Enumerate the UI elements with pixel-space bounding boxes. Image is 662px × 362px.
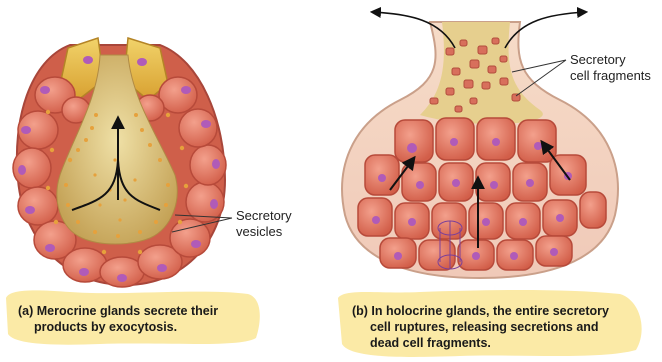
- secretory-vesicles-label-line1: Secretory: [236, 208, 292, 224]
- caption-holocrine-line2: cell ruptures, releasing secretions and: [352, 319, 609, 335]
- caption-holocrine: (b) In holocrine glands, the entire secr…: [352, 303, 609, 351]
- caption-holocrine-line3: dead cell fragments.: [352, 335, 609, 351]
- secretory-fragments-label-line1: Secretory: [570, 52, 651, 68]
- caption-merocrine-line1: (a) Merocrine glands secrete their: [18, 303, 218, 319]
- caption-holocrine-line1: (b) In holocrine glands, the entire secr…: [352, 303, 609, 319]
- secretory-vesicles-label-line2: vesicles: [236, 224, 292, 240]
- caption-merocrine-line2: products by exocytosis.: [18, 319, 218, 335]
- secretory-fragments-label: Secretory cell fragments: [570, 52, 651, 84]
- secretory-vesicles-label: Secretory vesicles: [236, 208, 292, 240]
- merocrine-gland: [13, 38, 232, 287]
- secretory-fragments-label-line2: cell fragments: [570, 68, 651, 84]
- caption-merocrine: (a) Merocrine glands secrete their produ…: [18, 303, 218, 335]
